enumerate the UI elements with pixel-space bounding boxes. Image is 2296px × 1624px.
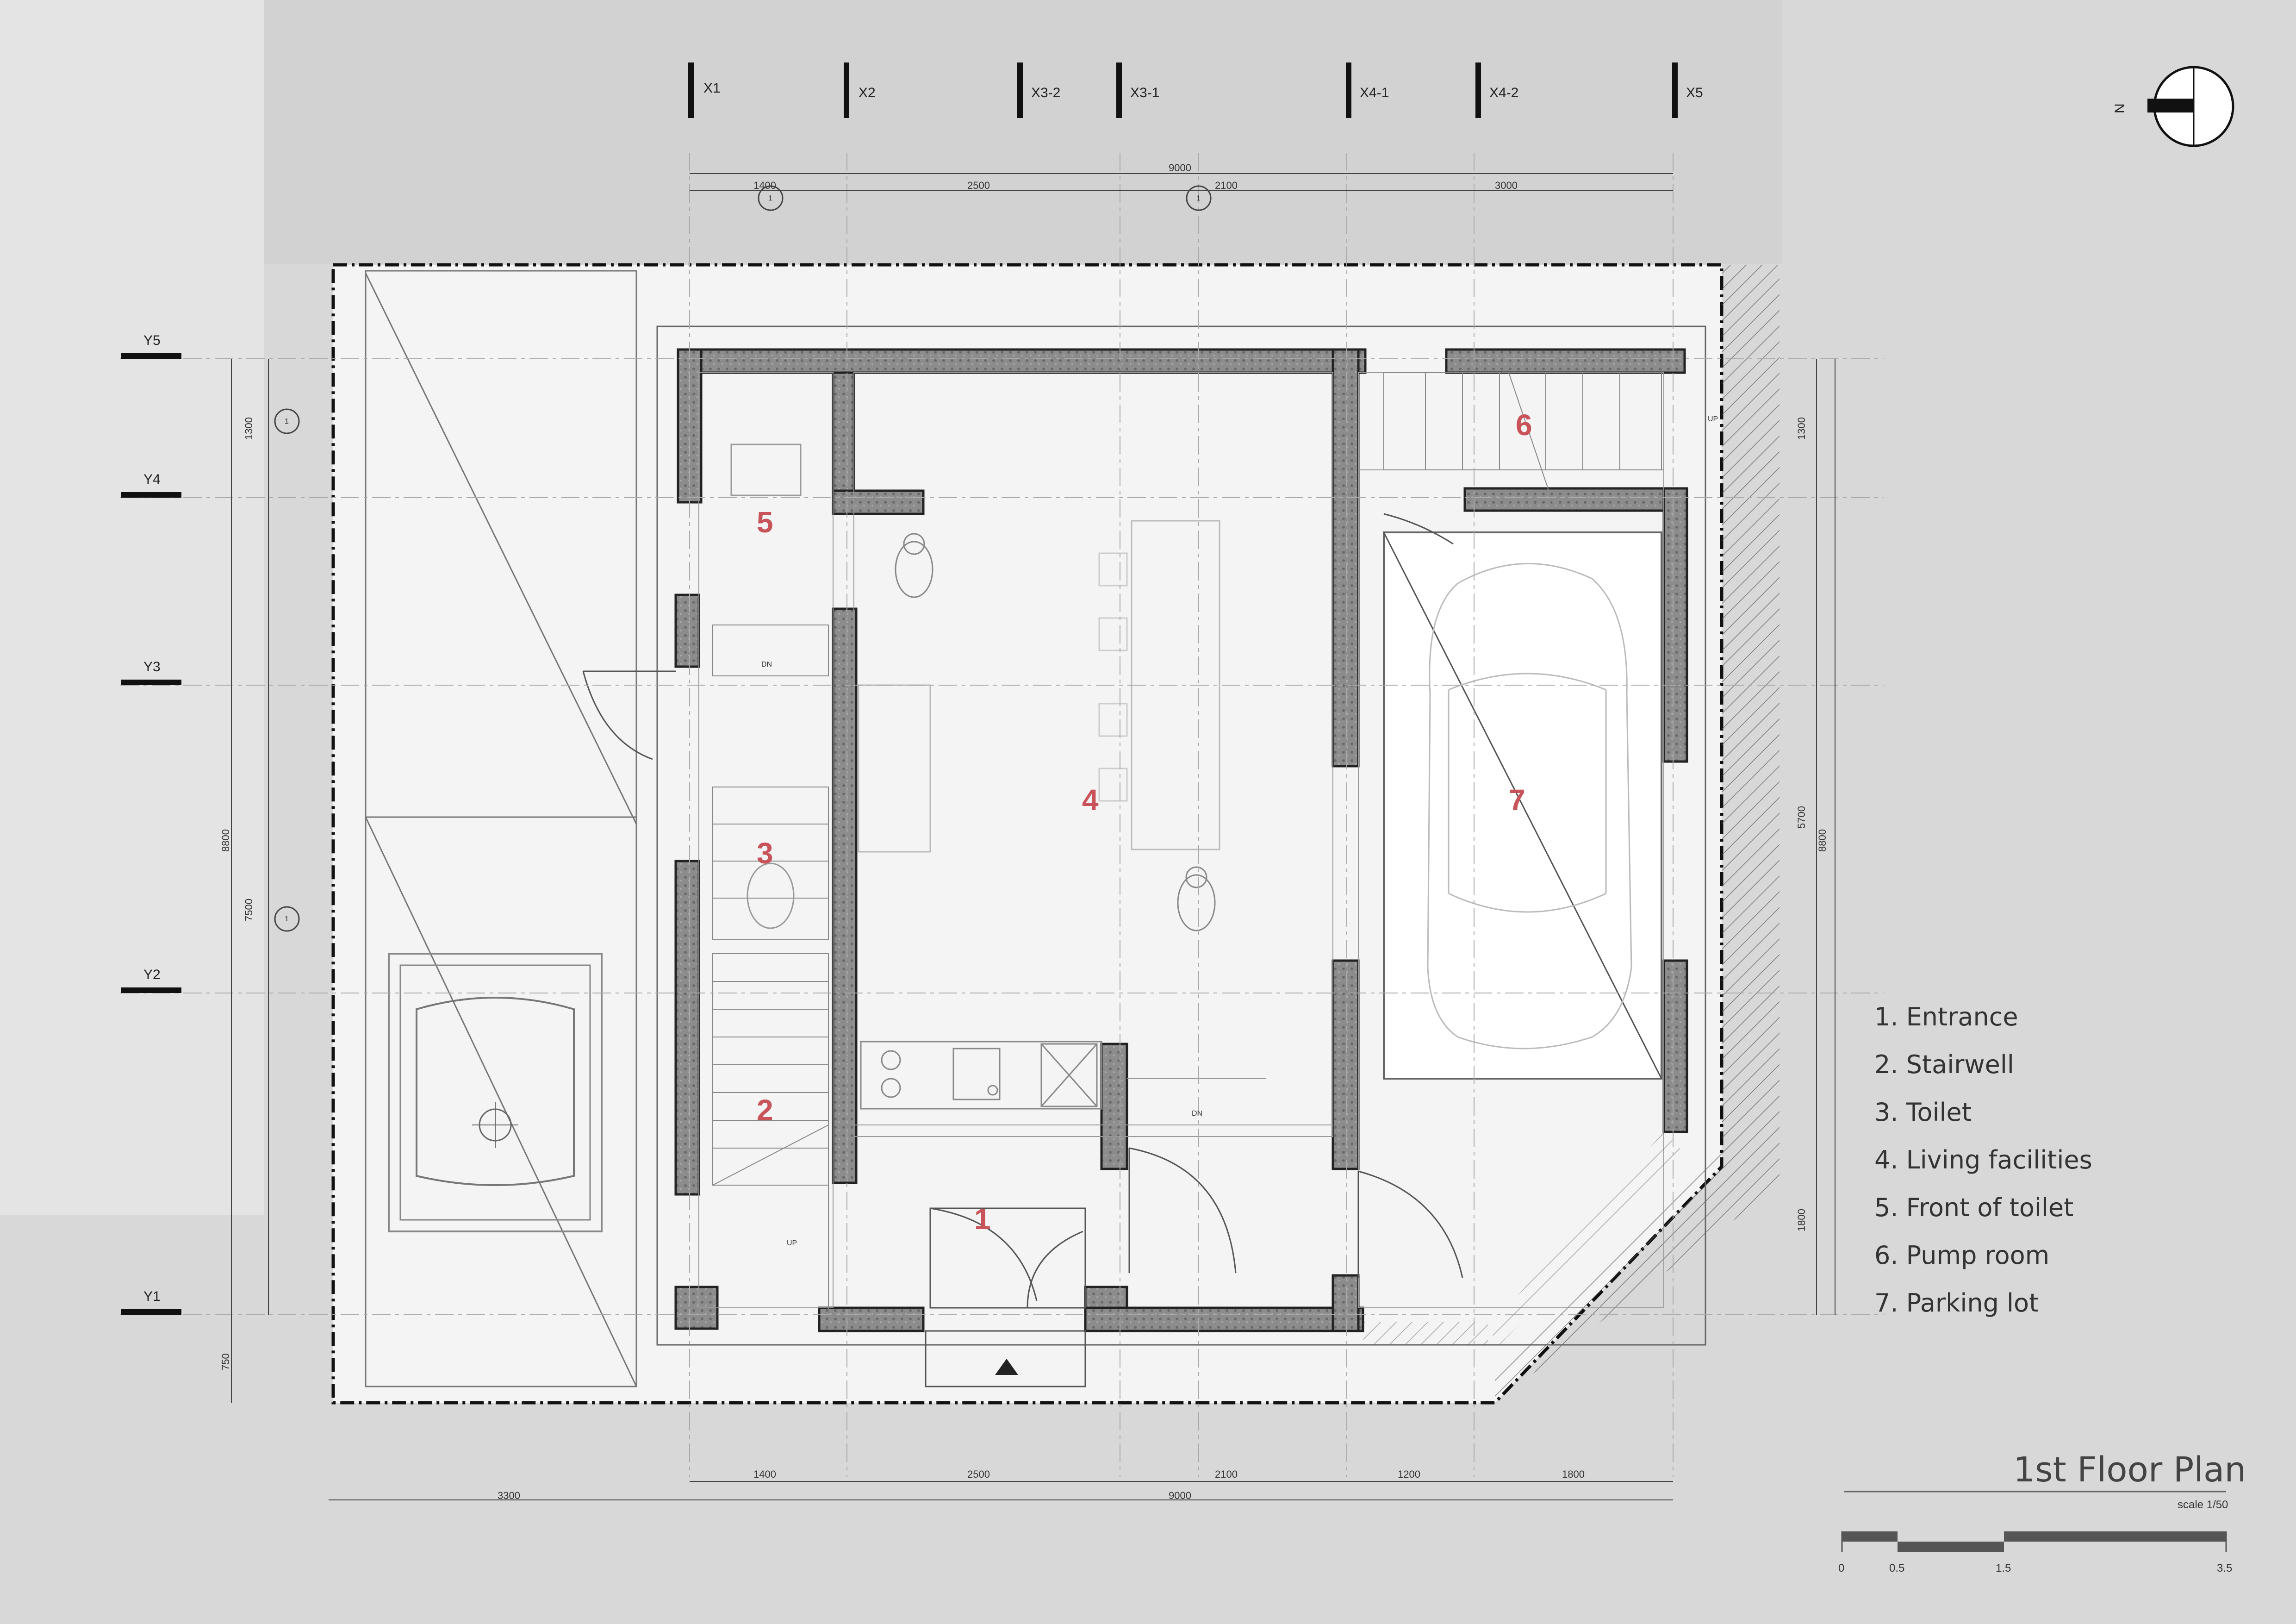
dim-top-seg1: 1400 [753, 180, 776, 191]
legend-item-1: 1. Entrance [1874, 1002, 2018, 1031]
grid-y3: Y3 [143, 659, 161, 675]
grid-y4: Y4 [143, 472, 161, 487]
scale-bar-35: 3.5 [2217, 1562, 2232, 1574]
stairs [712, 372, 1662, 1310]
walls [674, 348, 1688, 1332]
left-driveway [365, 270, 637, 1387]
dim-bot-seg5: 1800 [1562, 1468, 1585, 1480]
grid-heads-y [121, 353, 181, 1315]
dn-label: DN [1192, 1110, 1202, 1118]
dim-top-total: 9000 [1169, 162, 1191, 174]
grid-y1: Y1 [143, 1289, 161, 1304]
dim-top-seg4: 3000 [1495, 180, 1518, 191]
car-outline [1427, 562, 1632, 1049]
legend-item-5: 5. Front of toilet [1874, 1193, 2073, 1222]
room-7-parking: 7 [1509, 783, 1525, 817]
dn-label: DN [761, 661, 772, 668]
grid-lines [120, 153, 1884, 1477]
room-3-toilet: 3 [757, 837, 773, 870]
drawing-title: 1st Floor Plan [2013, 1450, 2246, 1490]
grid-y5: Y5 [143, 333, 161, 348]
toilet-fixture [747, 862, 795, 929]
legend-item-6: 6. Pump room [1874, 1241, 2049, 1270]
scale-bar-0: 0 [1838, 1562, 1844, 1574]
scale-bar [1841, 1531, 2227, 1552]
dim-top-seg2: 2500 [967, 180, 990, 191]
chairs [1098, 552, 1128, 802]
dim-bot-seg4: 1200 [1398, 1468, 1420, 1480]
grid-x3-2: X3-2 [1031, 85, 1060, 100]
grid-x5: X5 [1686, 85, 1703, 100]
legend-item-2: 2. Stairwell [1874, 1050, 2014, 1079]
driveway-diagonal [365, 817, 637, 1387]
street-strip [264, 0, 1782, 264]
dim-right-outer: 8800 [1817, 829, 1828, 852]
dim-bot-total: 9000 [1169, 1490, 1191, 1501]
dim-left-inner: 7500 [243, 899, 255, 921]
boundary-hatch [1495, 265, 1780, 1403]
room-5-front-toilet: 5 [757, 506, 773, 539]
doors [582, 513, 1463, 1387]
legend-item-4: 4. Living facilities [1874, 1145, 2092, 1174]
person-figure [895, 533, 1216, 931]
section-markers [274, 185, 1212, 932]
grid-y2: Y2 [143, 967, 161, 982]
legend-item-3: 3. Toilet [1874, 1098, 1972, 1127]
dim-left-outer: 8800 [220, 829, 231, 852]
scale-bar-15: 1.5 [1996, 1562, 2011, 1574]
grid-heads-x [688, 62, 1678, 118]
room-6-pump: 6 [1516, 408, 1532, 442]
septic-tank [388, 953, 603, 1232]
grid-x2: X2 [859, 85, 876, 100]
dim-right-top: 1300 [1796, 417, 1807, 440]
dim-right-mid: 5700 [1796, 806, 1807, 829]
dim-bot-seg2: 2500 [967, 1468, 990, 1480]
north-arrow-icon [2147, 66, 2234, 147]
marker-top2: 1 [1196, 194, 1201, 202]
driveway-diagonal [365, 273, 637, 824]
grid-x4-2: X4-2 [1489, 85, 1518, 100]
up-label: UP [787, 1239, 797, 1247]
sofa-outline [858, 684, 931, 853]
room-1-entrance: 1 [974, 1202, 991, 1236]
room-4-living: 4 [1082, 783, 1099, 817]
dim-top-seg3: 2100 [1215, 180, 1238, 191]
room-2-stairwell: 2 [757, 1093, 773, 1127]
marker-top1: 1 [768, 194, 772, 202]
dimension-lines [231, 173, 1836, 1500]
legend-item-7: 7. Parking lot [1874, 1288, 2039, 1318]
dim-bot-seg3: 2100 [1215, 1468, 1238, 1480]
marker-left1: 1 [285, 418, 289, 425]
marker-left2: 1 [285, 915, 289, 923]
up-label: UP [1708, 415, 1718, 423]
entrance-arrow [995, 1359, 1018, 1375]
dim-bot-left: 3300 [498, 1490, 520, 1501]
dim-left-bottom: 750 [220, 1353, 231, 1370]
grid-x3-1: X3-1 [1130, 85, 1159, 100]
north-label: N [2112, 103, 2128, 113]
kitchen-counter [860, 1041, 1102, 1110]
neighbor-lot [0, 0, 264, 1215]
grid-x4-1: X4-1 [1360, 85, 1389, 100]
scale-bar-05: 0.5 [1889, 1562, 1904, 1574]
wash-basin [730, 443, 802, 496]
building-outline [656, 325, 1706, 1346]
grid-x1: X1 [703, 81, 721, 96]
dim-bot-seg1: 1400 [753, 1468, 776, 1480]
scale-text: scale 1/50 [2178, 1499, 2228, 1511]
dim-left-top: 1300 [243, 417, 255, 440]
dim-right-bottom: 1800 [1796, 1209, 1807, 1231]
